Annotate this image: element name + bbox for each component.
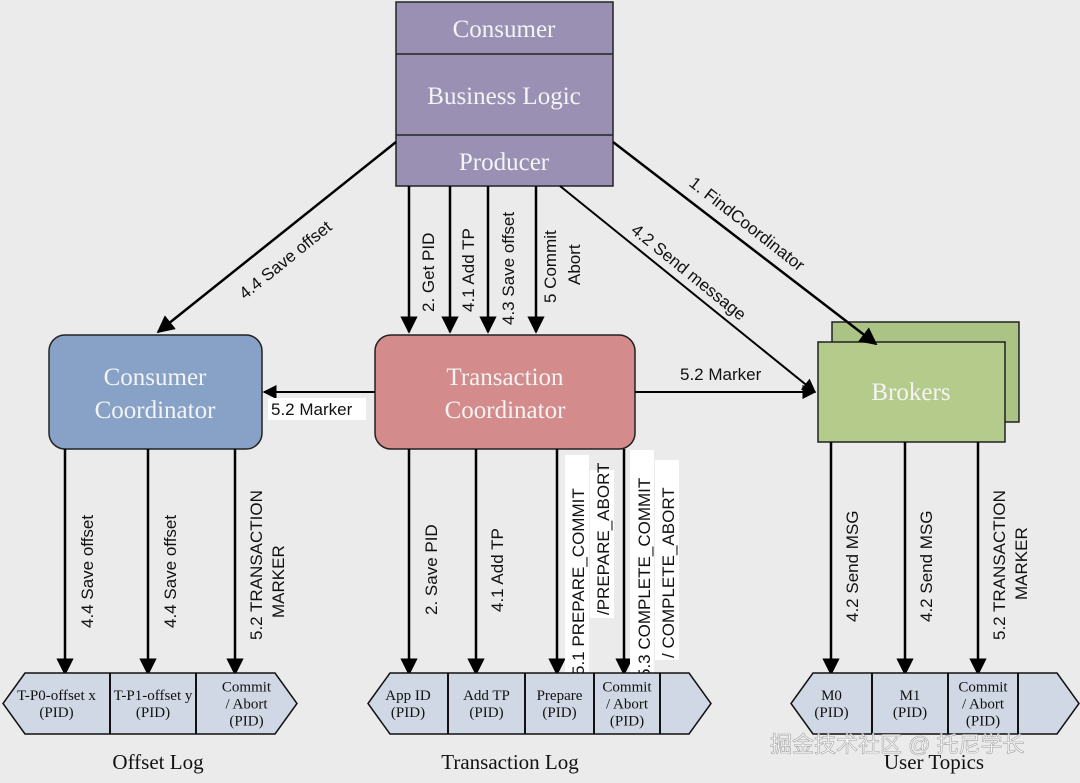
brokers-label: Brokers [871, 379, 950, 406]
log-cell-text: (PID) [391, 705, 425, 721]
user-topics-tape: M0(PID)M1(PID)Commit/ Abort(PID) [790, 672, 1080, 735]
client-stack-box [395, 1, 614, 187]
label-br-txn-marker-2: MARKER [1012, 527, 1031, 600]
log-cell-text: (PID) [814, 705, 848, 721]
log-cell-text: T-P0-offset x [17, 688, 96, 704]
log-cell-text: / Abort [225, 697, 268, 713]
label-cc-txn-marker-1: 5.2 TRANSACTION [247, 490, 266, 640]
client-edges [156, 141, 878, 393]
log-cell-text: T-P1-offset y [114, 688, 193, 704]
label-bg [630, 450, 654, 680]
label-marker-to-cc: 5.2 Marker [271, 400, 353, 419]
client-stack: Consumer Business Logic Producer [395, 1, 614, 187]
business-logic-label: Business Logic [427, 83, 580, 110]
log-cell-text: M0 [821, 688, 842, 704]
consumer-coordinator-label-line2: Coordinator [95, 397, 216, 424]
consumer-coordinator-label-line1: Consumer [104, 364, 207, 391]
log-edges [56, 442, 987, 676]
label-cc-txn-marker-2: MARKER [269, 545, 288, 618]
transaction-log-title: Transaction Log [441, 750, 579, 774]
log-cell-text: (PID) [893, 705, 927, 721]
label-tc-complete-2: / COMPLETE_ABORT [659, 487, 678, 658]
brokers: Brokers [817, 321, 1020, 443]
transaction-coordinator-label-line1: Transaction [446, 364, 564, 391]
log-cell-text: M1 [900, 688, 921, 704]
log-cell-text: Commit [602, 680, 652, 696]
label-marker-to-brokers: 5.2 Marker [680, 365, 762, 384]
label-bg [268, 398, 366, 420]
edge-send-message [559, 185, 817, 393]
label-abort: Abort [565, 244, 584, 285]
log-cell-text: Commit [958, 680, 1008, 696]
transaction-coordinator-label-line2: Coordinator [445, 397, 566, 424]
log-cell-text: (PID) [39, 705, 73, 721]
label-cc-save-offset-1: 4.4 Save offset [78, 515, 97, 628]
log-cell-text: (PID) [469, 705, 503, 721]
label-bg [655, 460, 679, 660]
label-add-tp: 4.1 Add TP [459, 228, 478, 312]
label-br-send-msg-0: 4.2 Send MSG [843, 510, 862, 622]
log-outline [2, 672, 298, 735]
log-cell-text: Add TP [463, 688, 510, 704]
log-cell-text: Commit [222, 680, 272, 696]
label-bg [565, 455, 589, 677]
log-cell-text: (PID) [229, 714, 263, 730]
consumer-label: Consumer [453, 16, 556, 43]
label-tc-prepare-1: 5.1 PREPARE_COMMIT [569, 488, 588, 675]
user-topics-title: User Topics [884, 750, 984, 774]
log-edge-labels: 4.4 Save offset 4.4 Save offset 5.2 TRAN… [78, 450, 1031, 680]
label-br-send-msg-1: 4.2 Send MSG [917, 510, 936, 622]
broker-front-box [817, 341, 1006, 443]
log-outline [790, 672, 1080, 735]
label-get-pid: 2. Get PID [419, 233, 438, 312]
label-br-txn-marker-1: 5.2 TRANSACTION [990, 490, 1009, 640]
log-cell-text: (PID) [610, 714, 644, 730]
log-cell-text: (PID) [136, 705, 170, 721]
consumer-coordinator: Consumer Coordinator [48, 334, 263, 450]
transaction-log-tape: App ID(PID)Add TP(PID)Prepare(PID)Commit… [367, 672, 712, 735]
label-cc-save-offset-2: 4.4 Save offset [161, 515, 180, 628]
log-cell-text: / Abort [962, 697, 1005, 713]
offset-log-tape: T-P0-offset x(PID)T-P1-offset y(PID)Comm… [2, 672, 298, 735]
edge-save-offset-client [156, 141, 397, 334]
label-find-coordinator: 1. FindCoordinator [686, 173, 809, 275]
label-tc-prepare-2: /PREPARE_ABORT [594, 463, 613, 615]
edge-find-coordinator [612, 141, 878, 346]
label-tc-save-pid: 2. Save PID [422, 524, 441, 615]
log-cell-text: (PID) [542, 705, 576, 721]
transaction-coordinator-box [374, 334, 636, 450]
logs: T-P0-offset x(PID)T-P1-offset y(PID)Comm… [2, 672, 1080, 735]
producer-label: Producer [459, 149, 550, 176]
consumer-coordinator-box [48, 334, 263, 450]
label-tc-complete-1: 5.3 COMPLETE_COMMIT [635, 478, 654, 678]
log-cell-text: Prepare [537, 688, 583, 704]
label-save-offset-tc: 4.3 Save offset [499, 212, 518, 325]
label-tc-add-tp: 4.1 Add TP [488, 528, 507, 612]
label-send-message: 4.2 Send message [627, 220, 749, 324]
offset-log-title: Offset Log [112, 750, 204, 774]
log-cell-text: App ID [385, 688, 431, 704]
label-bg [590, 470, 614, 618]
log-cell-text: / Abort [606, 697, 649, 713]
label-commit: 5 Commit [541, 230, 560, 303]
transaction-coordinator: Transaction Coordinator [374, 334, 636, 450]
log-outline [367, 672, 712, 735]
log-cell-text: (PID) [966, 714, 1000, 730]
watermark: 掘金技术社区 @ 托尼学长 [770, 732, 1025, 757]
